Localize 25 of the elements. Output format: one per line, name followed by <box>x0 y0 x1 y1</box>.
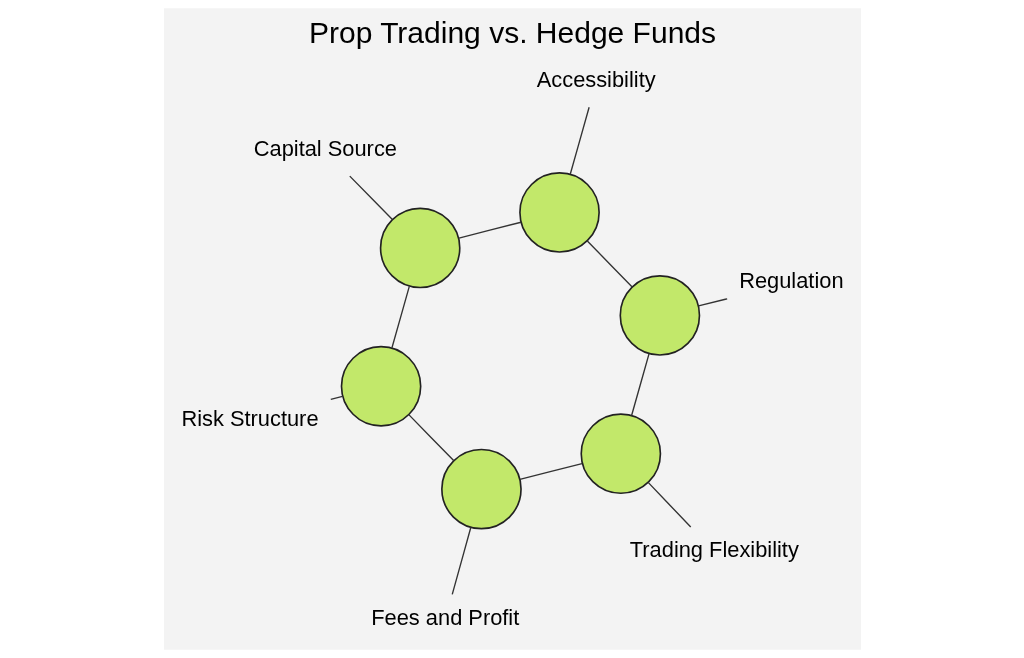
node-circle <box>618 275 700 356</box>
connector <box>348 175 393 221</box>
node-text: Capital Source <box>253 136 397 162</box>
node-circle <box>379 207 461 289</box>
diagram-title: Prop Trading vs. Hedge Funds <box>308 16 716 50</box>
connector <box>451 526 471 596</box>
node-circle <box>579 413 661 495</box>
node-circle <box>440 448 522 530</box>
node-text: Fees and Profit <box>370 604 519 630</box>
connector <box>329 395 343 401</box>
node-text: Accessibility <box>536 67 656 93</box>
connector <box>518 462 583 480</box>
connector <box>569 106 590 175</box>
node-text: Regulation <box>738 268 844 294</box>
node-circle <box>518 172 600 253</box>
node-text: Trading Flexibility <box>629 536 799 562</box>
node-circle <box>340 345 421 427</box>
node-text: Risk Structure <box>180 405 319 431</box>
connector <box>630 353 650 417</box>
connector <box>647 481 691 528</box>
connector <box>586 240 633 288</box>
connector <box>407 414 454 462</box>
connector <box>697 298 728 307</box>
connector <box>457 221 522 239</box>
connector <box>390 285 410 349</box>
